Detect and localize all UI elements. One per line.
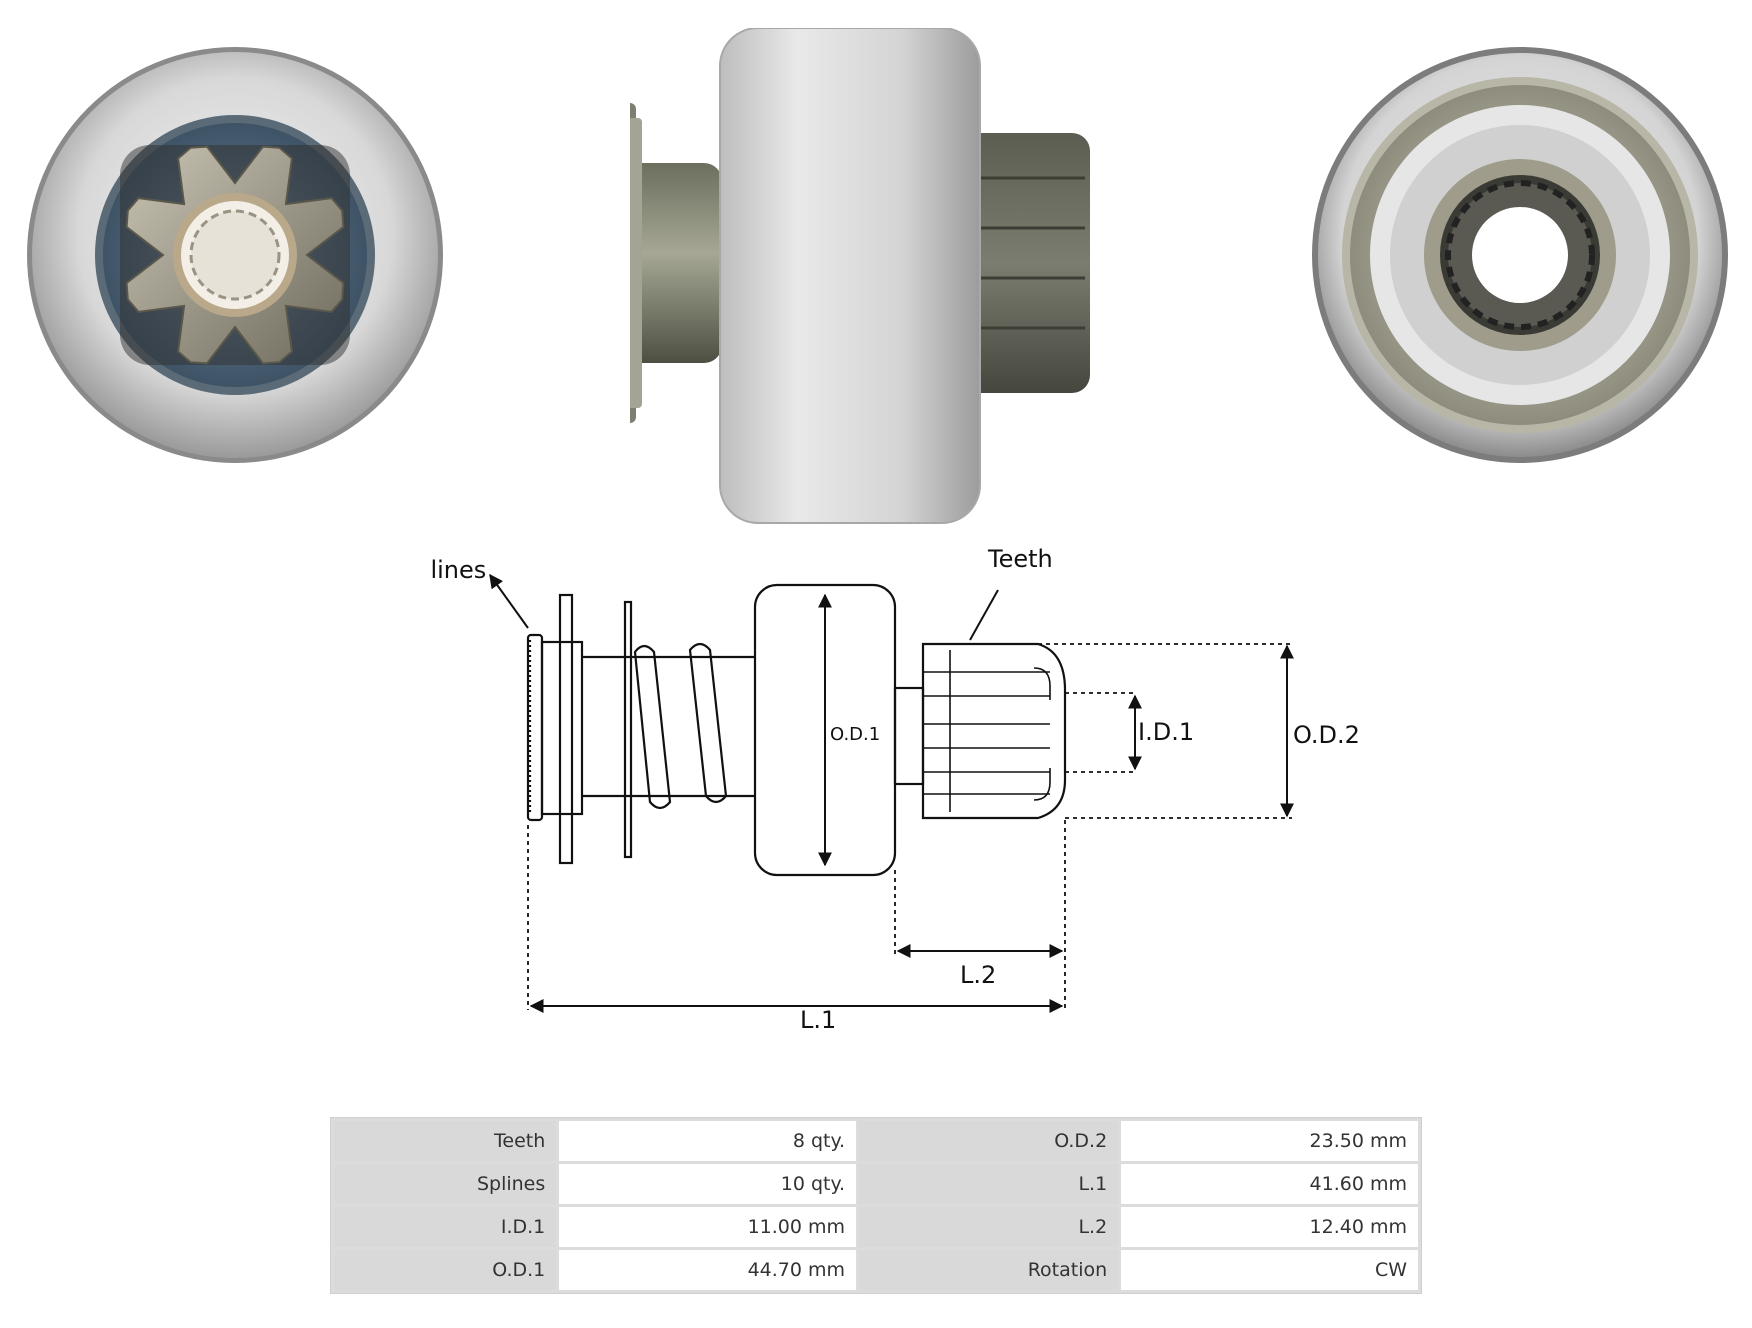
splines-label: Splines <box>430 556 486 584</box>
spec-key: O.D.2 <box>859 1121 1119 1161</box>
spec-value: 23.50 mm <box>1121 1121 1418 1161</box>
teeth-label: Teeth <box>987 545 1053 573</box>
product-photos <box>0 0 1752 530</box>
spec-value: 44.70 mm <box>559 1250 857 1290</box>
drive-schematic: Splines Teeth O.D.1 I.D.1 O.D.2 L.2 L.1 <box>430 545 1360 1034</box>
id1-label: I.D.1 <box>1138 718 1194 746</box>
spec-key: L.2 <box>859 1207 1119 1247</box>
spec-value: 41.60 mm <box>1121 1164 1418 1204</box>
spec-key: L.1 <box>859 1164 1119 1204</box>
od1-label: O.D.1 <box>830 724 880 745</box>
splines-leader-arrow <box>489 573 529 629</box>
technical-drawing: Splines Teeth O.D.1 I.D.1 O.D.2 L.2 L.1 <box>430 540 1430 1060</box>
l2-label: L.2 <box>960 961 996 989</box>
front-view-photo <box>27 47 443 463</box>
pinion-shape <box>921 642 1067 820</box>
spec-key: I.D.1 <box>334 1207 557 1247</box>
back-view-photo <box>1312 47 1728 463</box>
l1-label: L.1 <box>800 1006 836 1034</box>
spec-key: Splines <box>334 1164 557 1204</box>
side-view-photo <box>630 28 1090 524</box>
spec-value: 10 qty. <box>559 1164 857 1204</box>
spec-key: Rotation <box>859 1250 1119 1290</box>
spec-key: O.D.1 <box>334 1250 557 1290</box>
spec-value: 11.00 mm <box>559 1207 857 1247</box>
spring-coil-shape <box>633 644 672 810</box>
spec-value: 12.40 mm <box>1121 1207 1418 1247</box>
spec-key: Teeth <box>334 1121 557 1161</box>
spec-value: CW <box>1121 1250 1418 1290</box>
teeth-leader-line <box>969 589 999 641</box>
flange-shape <box>558 593 574 865</box>
od2-label: O.D.2 <box>1293 721 1360 749</box>
spline-end-shape <box>526 633 544 822</box>
spec-value: 8 qty. <box>559 1121 857 1161</box>
